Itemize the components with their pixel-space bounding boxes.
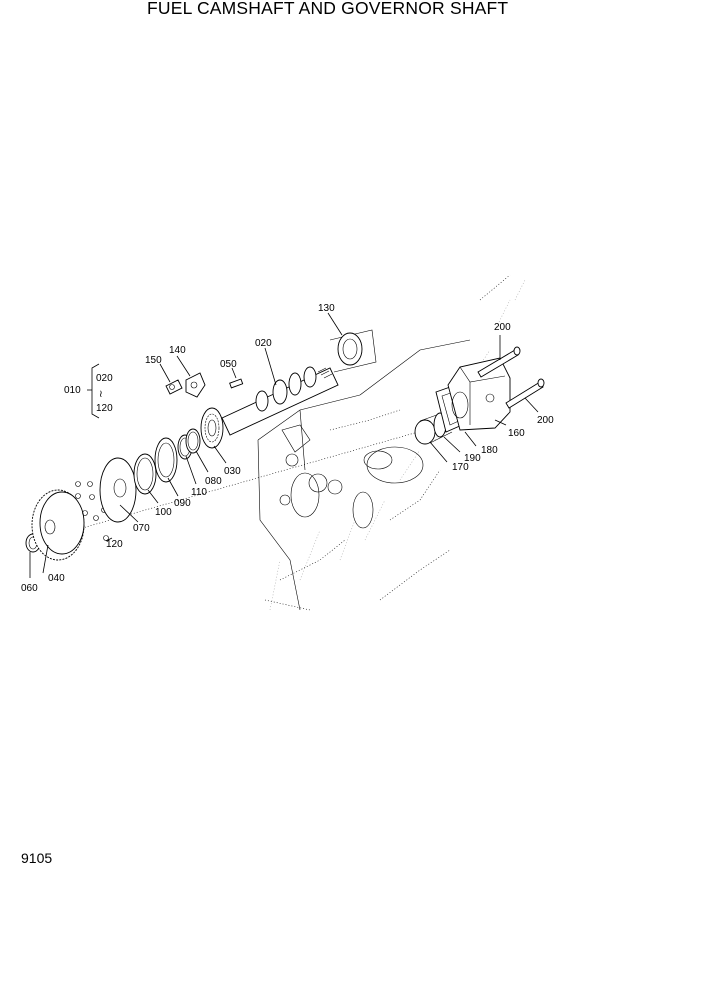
part-200-bolt-upper: [477, 346, 521, 378]
callout-040: 040: [48, 573, 65, 584]
part-070-flange: [99, 457, 137, 523]
callout-130: 130: [318, 303, 335, 314]
callout-labels: 020 030 040 050 060 070 080 090 100 110 …: [21, 303, 554, 594]
callout-150: 150: [145, 355, 162, 366]
callout-120: 120: [106, 539, 123, 550]
page-title: FUEL CAMSHAFT AND GOVERNOR SHAFT: [147, 0, 509, 18]
callout-100: 100: [155, 507, 172, 518]
part-130-bearing: [329, 329, 377, 373]
part-040-gear: [31, 489, 85, 561]
callout-050: 050: [220, 359, 237, 370]
callout-160: 160: [508, 428, 525, 439]
callout-020: 020: [255, 338, 272, 349]
bracket-separator: ≀: [99, 389, 103, 400]
group-010-bracket: 010 020 ≀ 120: [64, 363, 113, 419]
page-number: 9105: [21, 850, 53, 866]
part-140-bracket: [185, 372, 206, 398]
callout-080: 080: [205, 476, 222, 487]
callout-070: 070: [133, 523, 150, 534]
part-200-bolt-lower: [505, 378, 545, 409]
part-080-ring: [185, 428, 201, 454]
part-050-key: [229, 378, 244, 389]
part-160-housing: [447, 357, 511, 431]
callout-030: 030: [224, 466, 241, 477]
part-150-bolt: [165, 379, 183, 395]
callout-090: 090: [174, 498, 191, 509]
callout-010: 010: [64, 385, 81, 396]
callout-110: 110: [191, 487, 207, 498]
part-090-ring: [154, 437, 178, 483]
callout-200-lower: 200: [537, 415, 554, 426]
axis-line: [29, 419, 461, 544]
callout-bracket-120: 120: [96, 403, 113, 414]
callout-190: 190: [464, 453, 481, 464]
part-100-ring: [133, 453, 157, 495]
callout-060: 060: [21, 583, 38, 594]
callout-200-upper: 200: [494, 322, 511, 333]
part-030-bearing: [200, 407, 224, 449]
callout-bracket-020: 020: [96, 373, 113, 384]
engine-housing: [257, 274, 511, 611]
callout-140: 140: [169, 345, 186, 356]
callout-180: 180: [481, 445, 498, 456]
part-020-camshaft: [221, 366, 339, 436]
callout-170: 170: [452, 462, 469, 473]
leader-lines: [29, 312, 539, 578]
